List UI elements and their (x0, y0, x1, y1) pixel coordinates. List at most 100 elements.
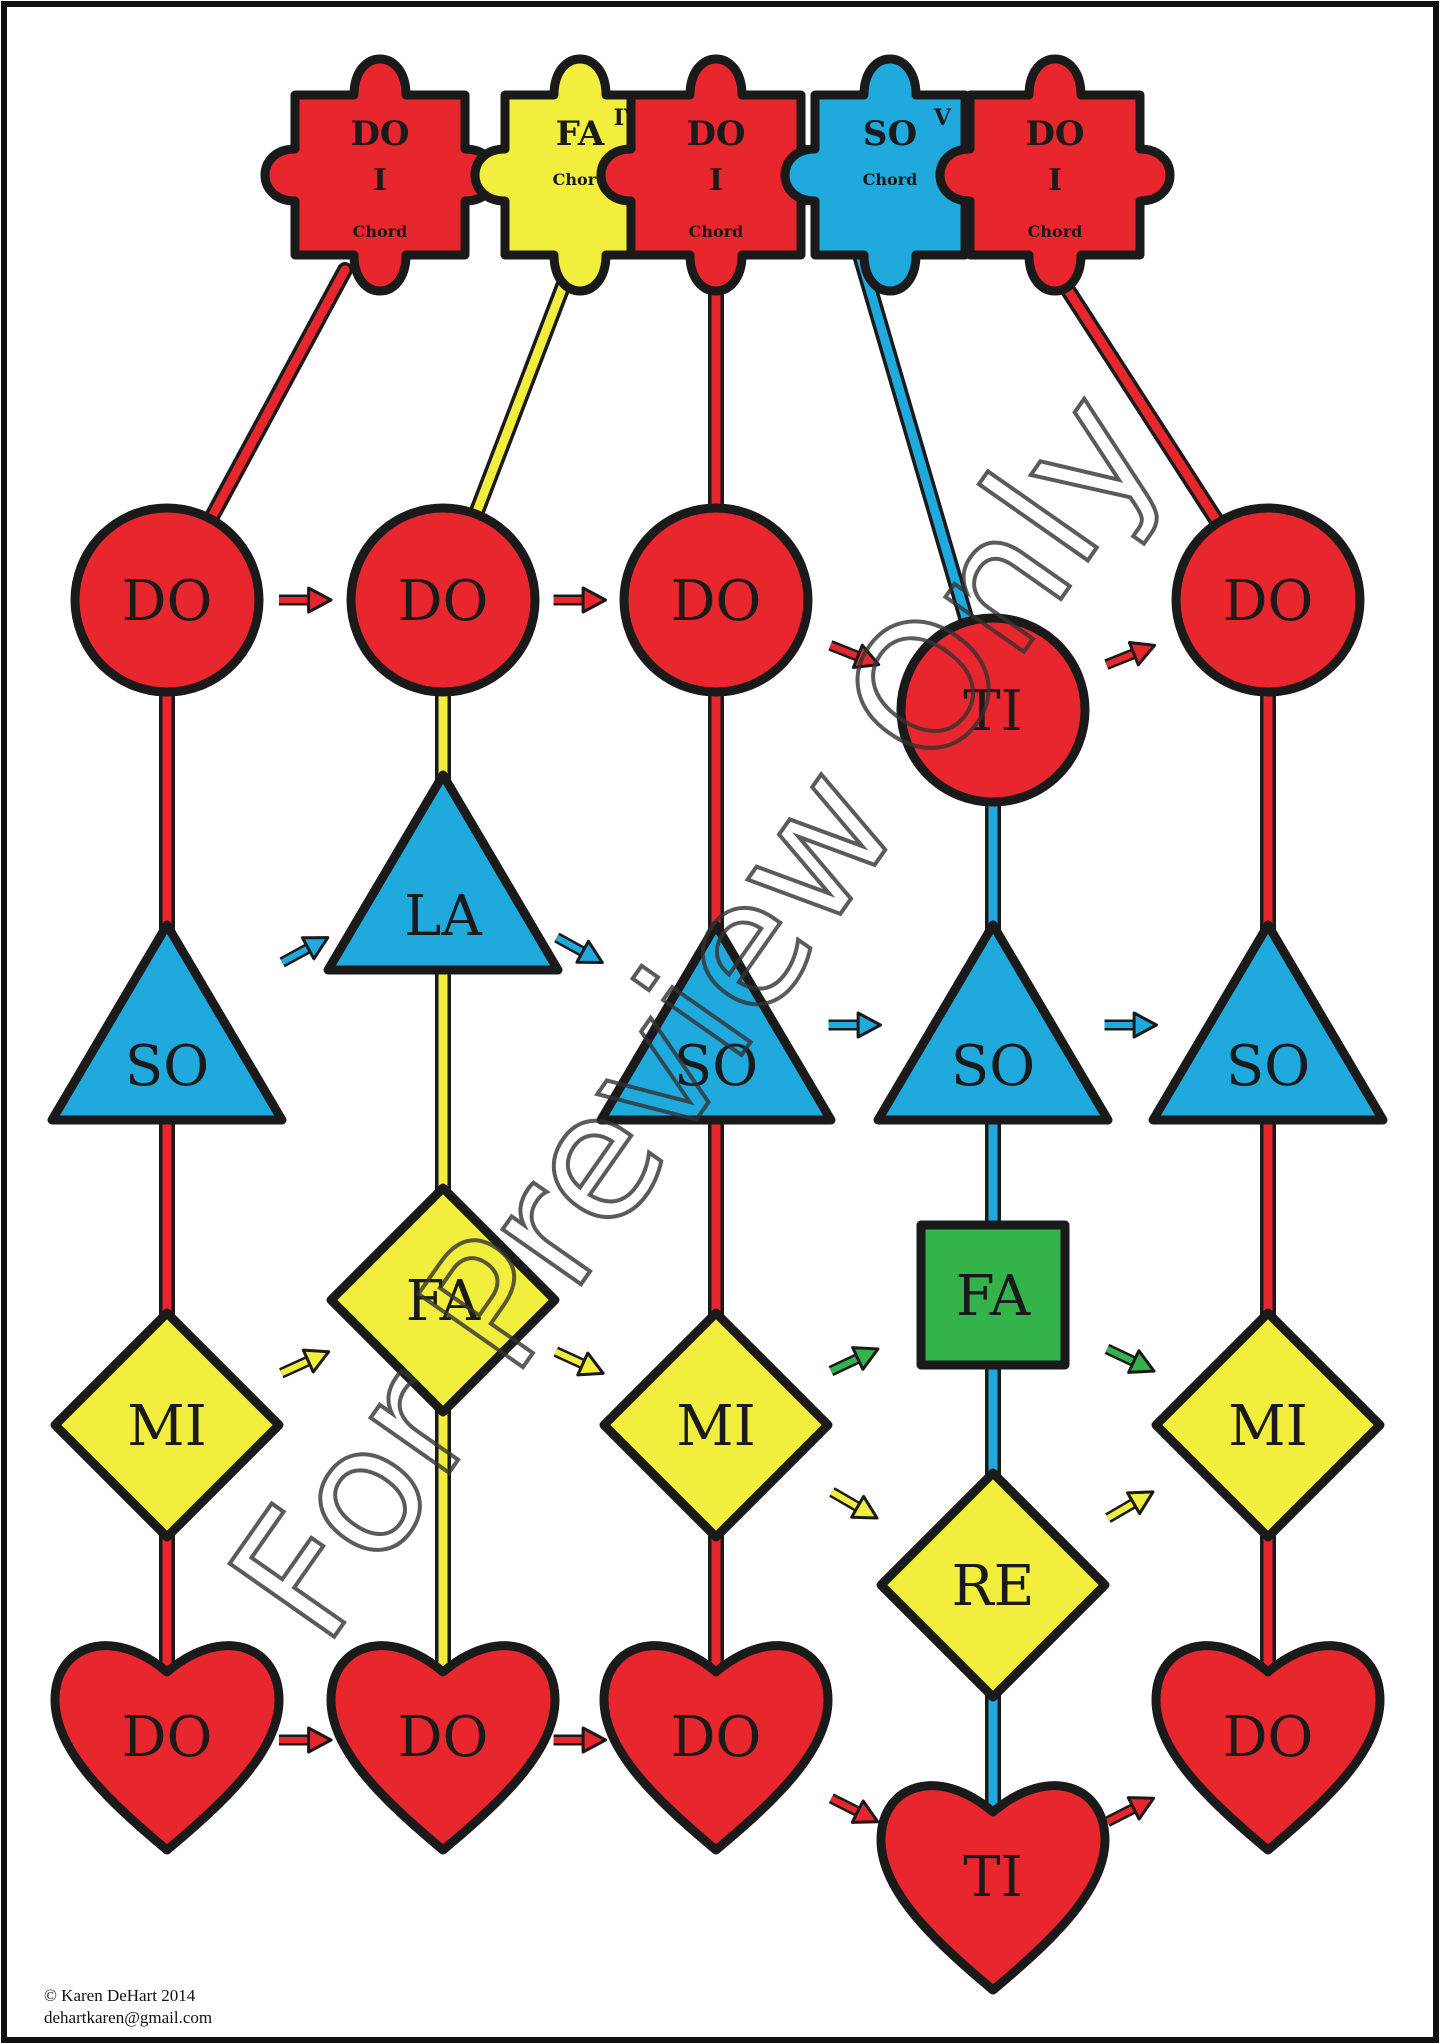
note-node-diamond: FA (326, 1183, 560, 1417)
note-label: MI (676, 1394, 755, 1459)
note-label: TI (963, 1845, 1022, 1910)
triangle-shape (873, 920, 1113, 1125)
note-node-circle: DO (70, 503, 264, 697)
note-node-diamond: MI (599, 1308, 833, 1542)
note-node-diamond: RE (876, 1468, 1110, 1702)
note-label: SO (951, 1034, 1035, 1099)
triangle-shape (323, 770, 563, 975)
heart-shape (599, 1641, 833, 1855)
puzzle-piece-shape (935, 54, 1175, 296)
triangle-shape (1148, 920, 1388, 1125)
diamond-shape (1151, 1308, 1385, 1542)
chord-puzzle: DOIChordFAChordIVDOIChordSOChordVDOIChor… (260, 54, 1175, 296)
circle-shape (70, 503, 264, 697)
transition-arrows (279, 586, 1158, 1827)
note-node-diamond: MI (1151, 1308, 1385, 1542)
transition-arrow (1104, 641, 1157, 670)
note-label: FA (956, 1264, 1031, 1329)
transition-arrow (828, 1011, 882, 1039)
puzzle-piece-shape (780, 54, 1000, 296)
note-label: FA (406, 1269, 481, 1334)
puzzle-piece-note: DO (350, 114, 409, 154)
triangle-shape (596, 920, 836, 1125)
transition-arrow (553, 1726, 607, 1754)
puzzle-piece-note: DO (1025, 114, 1084, 154)
triangle-shape (47, 920, 287, 1125)
note-label: SO (674, 1034, 758, 1099)
transition-arrow-head (307, 586, 333, 614)
note-node-triangle: LA (323, 770, 563, 975)
puzzle-piece-numeral: I (709, 163, 723, 198)
note-label: DO (671, 1705, 762, 1770)
puzzle-piece-shape (596, 54, 836, 296)
note-label: DO (1223, 569, 1314, 634)
puzzle-piece-note: FA (556, 114, 605, 154)
circle-shape (1171, 503, 1365, 697)
transition-arrow-head (575, 939, 604, 965)
transition-arrow (279, 1348, 331, 1379)
transition-arrow-head (1132, 1011, 1158, 1039)
note-node-triangle: SO (873, 920, 1113, 1125)
puzzle-piece-caption: Chord (689, 222, 744, 241)
note-label: TI (963, 679, 1022, 744)
transition-arrow (829, 1487, 879, 1520)
note-node-circle: DO (1171, 503, 1365, 697)
transition-arrow (554, 932, 604, 965)
note-node-triangle: SO (1148, 920, 1388, 1125)
puzzle-piece-caption: Chord (553, 170, 608, 189)
note-node-circle: DO (619, 503, 813, 697)
puzzle-piece-3: DO I Chord (596, 54, 836, 296)
circle-shape (619, 503, 813, 697)
diamond-shape (50, 1308, 284, 1542)
transition-arrow (828, 1346, 880, 1377)
puzzle-piece-note: DO (686, 114, 745, 154)
note-label: DO (122, 1705, 213, 1770)
transition-arrow (553, 586, 607, 614)
credit-email: dehartkaren@gmail.com (44, 2008, 213, 2027)
transition-arrow-head (856, 1011, 882, 1039)
puzzle-piece-caption: Chord (863, 170, 918, 189)
heart-shape (1151, 1641, 1385, 1855)
note-node-heart: DO (1151, 1641, 1385, 1855)
heart-shape (326, 1641, 560, 1855)
transition-arrow-head (1126, 1490, 1155, 1516)
puzzle-piece-1: DO I Chord (260, 54, 500, 296)
note-label: MI (127, 1394, 206, 1459)
note-node-circle: DO (346, 503, 540, 697)
transition-arrow-head (851, 1346, 880, 1371)
transition-arrow (1104, 1011, 1158, 1039)
puzzle-piece-caption: Chord (353, 222, 408, 241)
transition-arrow-head (1126, 1796, 1156, 1821)
note-label: DO (398, 569, 489, 634)
transition-arrow-head (300, 936, 330, 961)
transition-arrow-head (301, 1348, 331, 1374)
square-shape (916, 1220, 1070, 1370)
diamond-shape (599, 1308, 833, 1542)
transition-arrow (1105, 1490, 1155, 1523)
note-node-diamond: MI (50, 1308, 284, 1542)
transition-arrow (1104, 1796, 1156, 1827)
note-node-heart: DO (599, 1641, 833, 1855)
note-node-heart: DO (50, 1641, 284, 1855)
diamond-shape (876, 1468, 1110, 1702)
circle-shape (896, 613, 1090, 807)
puzzle-piece-shape (260, 54, 500, 296)
note-node-triangle: SO (596, 920, 836, 1125)
puzzle-piece-numeral: I (373, 163, 387, 198)
transition-arrow-head (581, 586, 607, 614)
transition-arrow-head (1127, 1349, 1156, 1374)
note-node-heart: DO (326, 1641, 560, 1855)
transition-arrow-head (307, 1726, 333, 1754)
note-node-circle: TI (896, 613, 1090, 807)
transition-arrow (1104, 1343, 1156, 1374)
heart-shape (876, 1781, 1110, 1995)
note-label: LA (404, 884, 482, 949)
transition-arrow-head (576, 1351, 605, 1377)
transition-arrow-head (851, 643, 881, 669)
credit-author: © Karen DeHart 2014 (44, 1986, 196, 2005)
note-label: SO (125, 1034, 209, 1099)
